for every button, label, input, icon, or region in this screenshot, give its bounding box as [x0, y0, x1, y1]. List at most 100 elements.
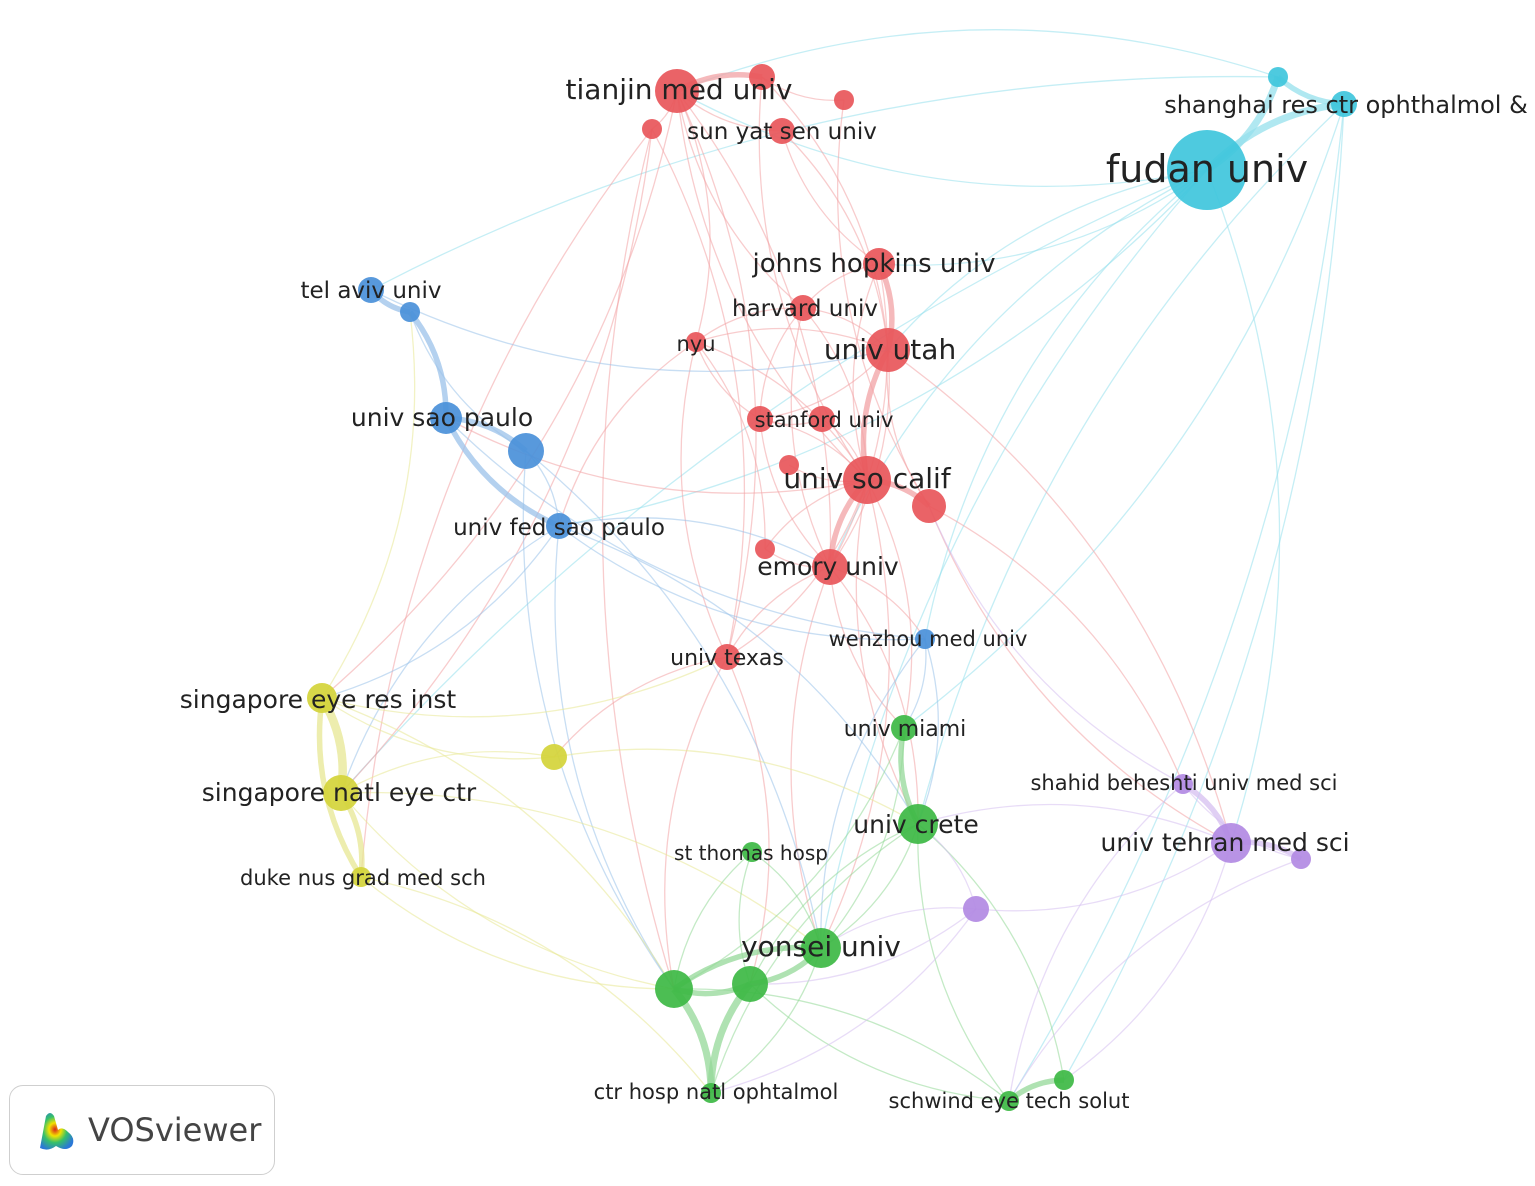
node-label-miami[interactable]: univ miami	[844, 717, 967, 742]
link-fedsp-wenzhou	[558, 525, 926, 641]
link-shanghai-g_sch2	[1063, 103, 1345, 1081]
node-label-shahid[interactable]: shahid beheshti univ med sci	[1030, 771, 1337, 795]
node-label-fudan[interactable]: fudan univ	[1106, 147, 1308, 191]
node-tehran[interactable]	[1211, 823, 1251, 863]
link-saopaulo-wenzhou	[445, 417, 926, 640]
node-label-duke[interactable]: duke nus grad med sch	[240, 866, 486, 890]
node-schwind[interactable]	[999, 1091, 1019, 1111]
node-wenzhou[interactable]	[915, 629, 935, 649]
node-label-tianjin[interactable]: tianjin med univ	[566, 73, 793, 106]
node-label-stthomas[interactable]: st thomas hosp	[674, 841, 828, 865]
nodes-layer	[307, 64, 1357, 1111]
node-b_sp2[interactable]	[508, 433, 544, 469]
node-fudan[interactable]	[1167, 130, 1247, 210]
node-label-wenzhou[interactable]: wenzhou med univ	[829, 627, 1028, 651]
node-fedsp[interactable]	[546, 513, 572, 539]
node-p_right[interactable]	[1291, 849, 1311, 869]
link-fudan-fedsp	[558, 169, 1208, 527]
node-r_right[interactable]	[912, 489, 946, 523]
link-johns-emory	[829, 263, 888, 568]
link-g_left-schwind	[673, 988, 1010, 1102]
link-harvard-stanford	[759, 307, 804, 420]
node-stthomas[interactable]	[742, 842, 762, 862]
node-label-utah[interactable]: univ utah	[824, 333, 956, 366]
node-label-emory[interactable]: emory univ	[757, 552, 899, 581]
link-saopaulo-fedsp	[443, 416, 561, 529]
node-r_top2[interactable]	[834, 90, 854, 110]
link-texas-g_mid	[726, 656, 770, 985]
node-ctrhosp[interactable]	[701, 1083, 721, 1103]
link-stthomas-g_left	[673, 851, 753, 990]
node-harvard[interactable]	[790, 295, 816, 321]
link-g_mid-schwind	[749, 983, 1010, 1102]
node-miami[interactable]	[891, 715, 917, 741]
node-r_top1[interactable]	[749, 64, 775, 90]
node-r_mid1[interactable]	[779, 455, 799, 475]
node-g_sch2[interactable]	[1054, 1070, 1074, 1090]
link-p_left-ctrhosp	[710, 908, 977, 1094]
link-tianjin-socalif	[676, 90, 868, 481]
link-r_right-shahid	[928, 505, 1184, 785]
node-r_stan2[interactable]	[809, 406, 835, 432]
node-sunyat[interactable]	[769, 118, 795, 144]
node-stanford[interactable]	[747, 406, 773, 432]
node-tianjin[interactable]	[655, 69, 699, 113]
node-g_mid[interactable]	[732, 966, 768, 1002]
node-nyu[interactable]	[686, 332, 706, 352]
node-label-johns[interactable]: johns hopkins univ	[752, 249, 996, 279]
link-telaviv-utah	[370, 289, 889, 373]
node-yonsei[interactable]	[801, 928, 841, 968]
node-seri[interactable]	[307, 683, 337, 713]
node-johns[interactable]	[863, 248, 895, 280]
node-shanghai[interactable]	[1331, 91, 1357, 117]
link-y_mid-crete	[553, 748, 919, 825]
node-label-socalif[interactable]: univ so calif	[783, 462, 951, 495]
node-telaviv[interactable]	[358, 277, 384, 303]
node-r_top3[interactable]	[642, 119, 662, 139]
node-utah[interactable]	[866, 328, 910, 372]
node-p_left[interactable]	[963, 896, 989, 922]
link-cy1-tianjin	[676, 29, 1279, 92]
node-b_tel2[interactable]	[400, 302, 420, 322]
node-r_mid2[interactable]	[755, 539, 775, 559]
node-label-yonsei[interactable]: yonsei univ	[741, 930, 901, 963]
node-g_left[interactable]	[655, 970, 693, 1008]
labels-layer: fudan univ shanghai res ctr ophthalmol & t…	[180, 73, 1528, 1113]
node-shahid[interactable]	[1173, 774, 1193, 794]
node-label-telaviv[interactable]: tel aviv univ	[300, 278, 441, 304]
node-label-sunyat[interactable]: sun yat sen univ	[687, 119, 877, 145]
node-label-texas[interactable]: univ texas	[670, 646, 784, 671]
node-label-fedsp[interactable]: univ fed sao paulo	[453, 515, 665, 541]
link-tehran-crete	[917, 803, 1232, 844]
node-crete[interactable]	[898, 804, 938, 844]
node-socalif[interactable]	[843, 456, 891, 504]
node-snec[interactable]	[323, 775, 359, 811]
node-label-snec[interactable]: singapore natl eye ctr	[202, 778, 477, 807]
node-label-harvard[interactable]: harvard univ	[732, 296, 878, 322]
node-duke[interactable]	[351, 867, 371, 887]
node-label-tehran[interactable]: univ tehran med sci	[1100, 828, 1349, 857]
node-label-seri[interactable]: singapore eye res inst	[180, 685, 457, 714]
node-label-stanford[interactable]: stanford univ	[755, 408, 894, 432]
node-cy1[interactable]	[1268, 67, 1288, 87]
link-wenzhou-crete	[917, 638, 939, 825]
node-label-nyu[interactable]: nyu	[676, 332, 715, 356]
node-label-saopaulo[interactable]: univ sao paulo	[351, 403, 533, 432]
link-shanghai-miami	[903, 103, 1345, 729]
link-fudan-yonsei	[820, 169, 1208, 949]
node-label-crete[interactable]: univ crete	[853, 810, 978, 839]
link-p_right-schwind	[1008, 858, 1302, 1102]
node-label-schwind[interactable]: schwind eye tech solut	[889, 1089, 1130, 1113]
link-socalif-saopaulo	[445, 417, 868, 494]
node-texas[interactable]	[714, 644, 740, 670]
link-socalif-texas	[726, 479, 868, 658]
link-utah-tehran	[887, 349, 1232, 844]
link-r_top3-texas	[651, 128, 746, 658]
node-label-ctrhosp[interactable]: ctr hosp natl ophtalmol	[594, 1080, 839, 1104]
node-saopaulo[interactable]	[430, 402, 462, 434]
node-y_mid[interactable]	[541, 744, 567, 770]
node-label-shanghai[interactable]: shanghai res ctr ophthalmol &	[1164, 91, 1528, 119]
link-miami-g_left	[673, 727, 905, 990]
node-emory[interactable]	[812, 549, 848, 585]
